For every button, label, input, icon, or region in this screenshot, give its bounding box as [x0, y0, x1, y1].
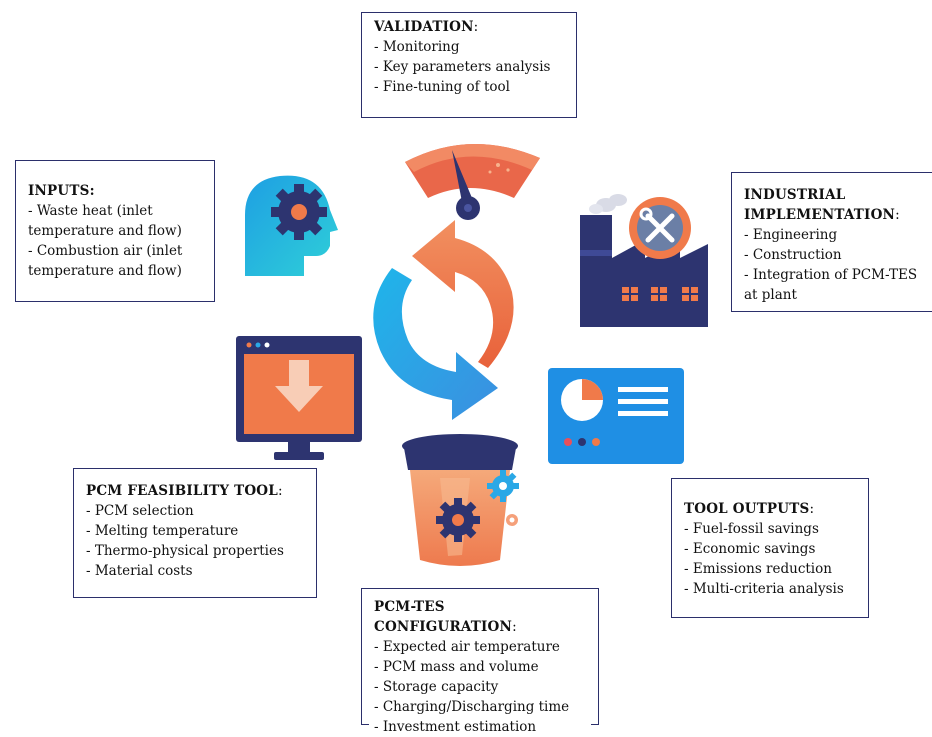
inputs-item: - Combustion air (inlet temperature and … — [28, 243, 183, 279]
industrial-item: - Engineering — [744, 227, 838, 243]
tool-outputs-item: - Fuel-fossil savings — [684, 521, 819, 537]
tool-outputs-item: - Emissions reduction — [684, 561, 832, 577]
tool-outputs-item: - Economic savings — [684, 541, 816, 557]
industrial-item: - Integration of PCM-TES at plant — [744, 267, 918, 303]
pcm-tool-item: - Melting temperature — [86, 523, 239, 539]
pcm-feasibility-tool-box: PCM FEASIBILITY TOOL: - PCM selection - … — [73, 468, 317, 598]
industrial-item: - Construction — [744, 247, 842, 263]
pcm-tes-title: PCM-TES CONFIGURATION: — [374, 599, 517, 635]
inputs-box: INPUTS: - Waste heat (inlet temperature … — [15, 160, 215, 302]
monitor-download-icon — [236, 336, 362, 460]
pcm-tes-item: - Investment estimation — [374, 719, 537, 735]
pcm-tool-item: - Thermo-physical properties — [86, 543, 284, 559]
pcm-tool-title: PCM FEASIBILITY TOOL: — [86, 483, 283, 499]
pcm-tes-item: - Charging/Discharging time — [374, 699, 570, 715]
validation-item: - Fine-tuning of tool — [374, 79, 510, 95]
head-gear-icon — [245, 175, 338, 276]
factory-tools-icon — [580, 194, 708, 327]
gauge-icon — [405, 143, 540, 220]
inputs-item: - Waste heat (inlet temperature and flow… — [28, 203, 182, 239]
tool-outputs-title: TOOL OUTPUTS: — [684, 501, 815, 517]
tank-gears-icon — [402, 434, 519, 566]
pcm-tool-item: - PCM selection — [86, 503, 194, 519]
pcm-tool-item: - Material costs — [86, 563, 193, 579]
validation-title: VALIDATION: — [374, 19, 479, 35]
tool-outputs-item: - Multi-criteria analysis — [684, 581, 844, 597]
pcm-tes-configuration-box: PCM-TES CONFIGURATION: - Expected air te… — [361, 588, 599, 735]
pcm-tes-item: - PCM mass and volume — [374, 659, 539, 675]
cycle-arrows-icon — [373, 220, 514, 420]
validation-box: VALIDATION: - Monitoring - Key parameter… — [361, 12, 577, 118]
tool-outputs-box: TOOL OUTPUTS: - Fuel-fossil savings - Ec… — [671, 478, 869, 618]
inputs-title: INPUTS: — [28, 183, 95, 199]
validation-item: - Monitoring — [374, 39, 460, 55]
validation-item: - Key parameters analysis — [374, 59, 551, 75]
pcm-tes-item: - Storage capacity — [374, 679, 499, 695]
pcm-tes-item: - Expected air temperature — [374, 639, 560, 655]
dashboard-card-icon — [548, 368, 684, 464]
